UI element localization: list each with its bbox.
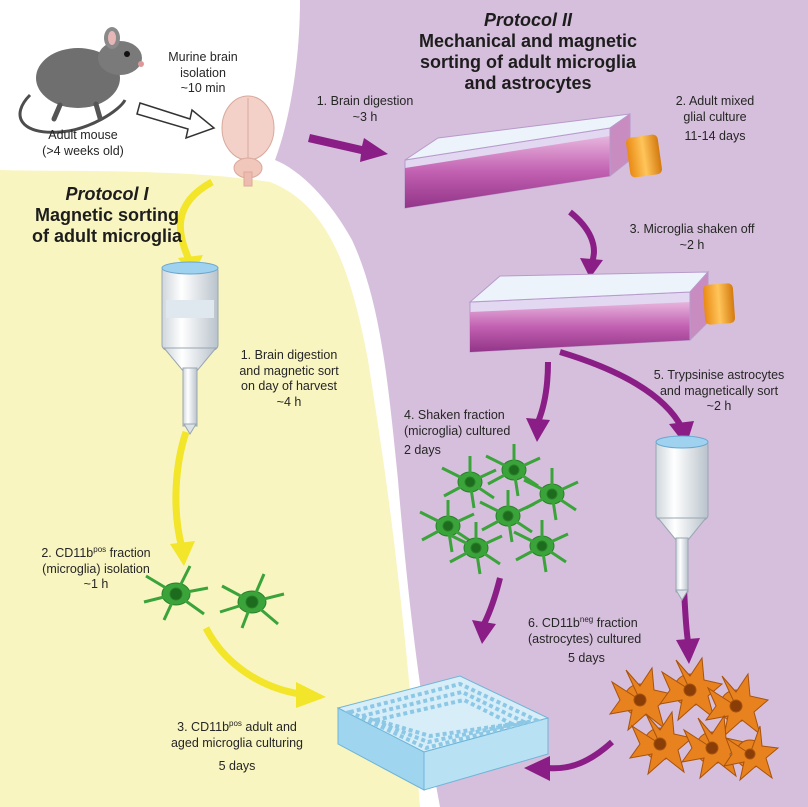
mouse-label-line2: (>4 weeks old): [42, 143, 124, 158]
protocol1-step3-label: 3. CD11bpos adult and aged microglia cul…: [152, 720, 322, 775]
protocol1-step2-label: 2. CD11bpos fraction (microglia) isolati…: [16, 546, 176, 593]
p2-step6-prefix: 6. CD11b: [528, 616, 580, 630]
mouse-label: Adult mouse (>4 weeks old): [28, 128, 138, 159]
brain-isolation-label: Murine brain isolation ~10 min: [148, 50, 258, 97]
p1-step3-line2: aged microglia culturing: [170, 735, 303, 750]
microglia-cluster-icon: [419, 444, 579, 575]
p1-step2-prefix: 2. CD11b: [41, 546, 94, 560]
protocol1-title-line2: of adult microglia: [31, 226, 182, 246]
well-plate-icon: [336, 675, 550, 791]
protocol2-title-line1: Mechanical and magnetic: [418, 31, 638, 51]
flask-1-icon: [404, 113, 662, 209]
p1-step2-line1: 2. CD11bpos fraction: [16, 546, 176, 562]
mouse-to-brain-arrow: [136, 102, 216, 140]
astrocyte-cluster-icon: [608, 656, 780, 782]
p2-step6-sup: neg: [579, 615, 594, 624]
magnetic-column-2-icon: [655, 435, 709, 601]
p2-step1-line1: 1. Brain digestion: [316, 94, 414, 108]
p2-step6-line3: 5 days: [568, 651, 605, 665]
protocol2-title: Protocol II Mechanical and magnetic sort…: [388, 10, 668, 94]
protocol2-name: Protocol II: [483, 10, 572, 30]
p2-step5-line3: ~2 h: [706, 399, 732, 413]
protocol2-arrows: [308, 134, 700, 781]
p1-step2-line2: (microglia) isolation: [42, 561, 150, 576]
p1-step3-prefix: 3. CD11b: [177, 720, 230, 734]
protocol2-step6-label: 6. CD11bneg fraction (astrocytes) cultur…: [528, 616, 678, 667]
p1-step3-line3: 5 days: [218, 759, 256, 773]
p2-step6-suffix: fraction: [593, 616, 638, 630]
p1-step1-line2: and magnetic sort: [239, 363, 339, 378]
p1-step3-line1: 3. CD11bpos adult and: [152, 720, 322, 736]
protocol2-step1-label: 1. Brain digestion ~3 h: [300, 94, 430, 125]
p1-step1-line4: ~4 h: [276, 394, 302, 409]
p2-step4-line1: 4. Shaken fraction: [404, 408, 505, 422]
mouse-icon: [18, 27, 144, 134]
protocol1-step1-label: 1. Brain digestion and magnetic sort on …: [224, 348, 354, 410]
protocol2-title-line2: sorting of adult microglia: [419, 52, 636, 72]
p1-step1-line1: 1. Brain digestion: [240, 348, 338, 362]
protocol1-arrows: [170, 178, 326, 708]
protocol2-step4-label: 4. Shaken fraction (microglia) cultured …: [404, 408, 544, 459]
p2-step2-line1: 2. Adult mixed: [675, 94, 755, 108]
p1-step2-suffix: fraction: [106, 546, 151, 560]
p1-step2-line3: ~1 h: [83, 577, 109, 591]
p1-step2-sup: pos: [93, 545, 107, 554]
protocol1-title-line1: Magnetic sorting: [34, 205, 179, 225]
protocol2-title-line3: and astrocytes: [464, 73, 592, 93]
p2-step1-line2: ~3 h: [352, 109, 378, 124]
microglia-icon: [143, 565, 285, 629]
p2-step3-line1: 3. Microglia shaken off: [629, 222, 755, 236]
p2-step2-line2: glial culture: [683, 109, 747, 124]
protocol2-step3-label: 3. Microglia shaken off ~2 h: [612, 222, 772, 253]
protocol2-step5-label: 5. Trypsinise astrocytes and magneticall…: [634, 368, 804, 415]
p2-step4-line2: (microglia) cultured: [404, 423, 511, 438]
p1-step1-line3: on day of harvest: [241, 379, 337, 393]
p1-step3-sup: pos: [229, 719, 242, 728]
brain-isolation-line2: isolation: [180, 65, 226, 80]
p2-step5-line1: 5. Trypsinise astrocytes: [653, 368, 785, 382]
p2-step3-line2: ~2 h: [679, 237, 705, 252]
magnetic-column-1-icon: [161, 261, 219, 435]
p2-step6-line2: (astrocytes) cultured: [528, 631, 642, 646]
p2-step5-line2: and magnetically sort: [659, 383, 779, 398]
p2-step2-line3: 11-14 days: [684, 129, 746, 143]
protocol1-title: Protocol I Magnetic sorting of adult mic…: [2, 184, 212, 247]
brain-icon: [221, 95, 275, 187]
protocol2-step2-label: 2. Adult mixed glial culture 11-14 days: [660, 94, 770, 145]
protocol1-name: Protocol I: [65, 184, 149, 204]
p2-step6-line1: 6. CD11bneg fraction: [528, 616, 678, 632]
brain-isolation-line3: ~10 min: [180, 81, 226, 95]
brain-isolation-line1: Murine brain: [168, 50, 238, 64]
flask-2-icon: [468, 270, 736, 353]
protocol1-region: [0, 170, 420, 807]
p2-step4-line3: 2 days: [404, 443, 441, 457]
p1-step3-suffix: adult and: [241, 720, 297, 734]
mouse-label-line1: Adult mouse: [48, 128, 118, 142]
